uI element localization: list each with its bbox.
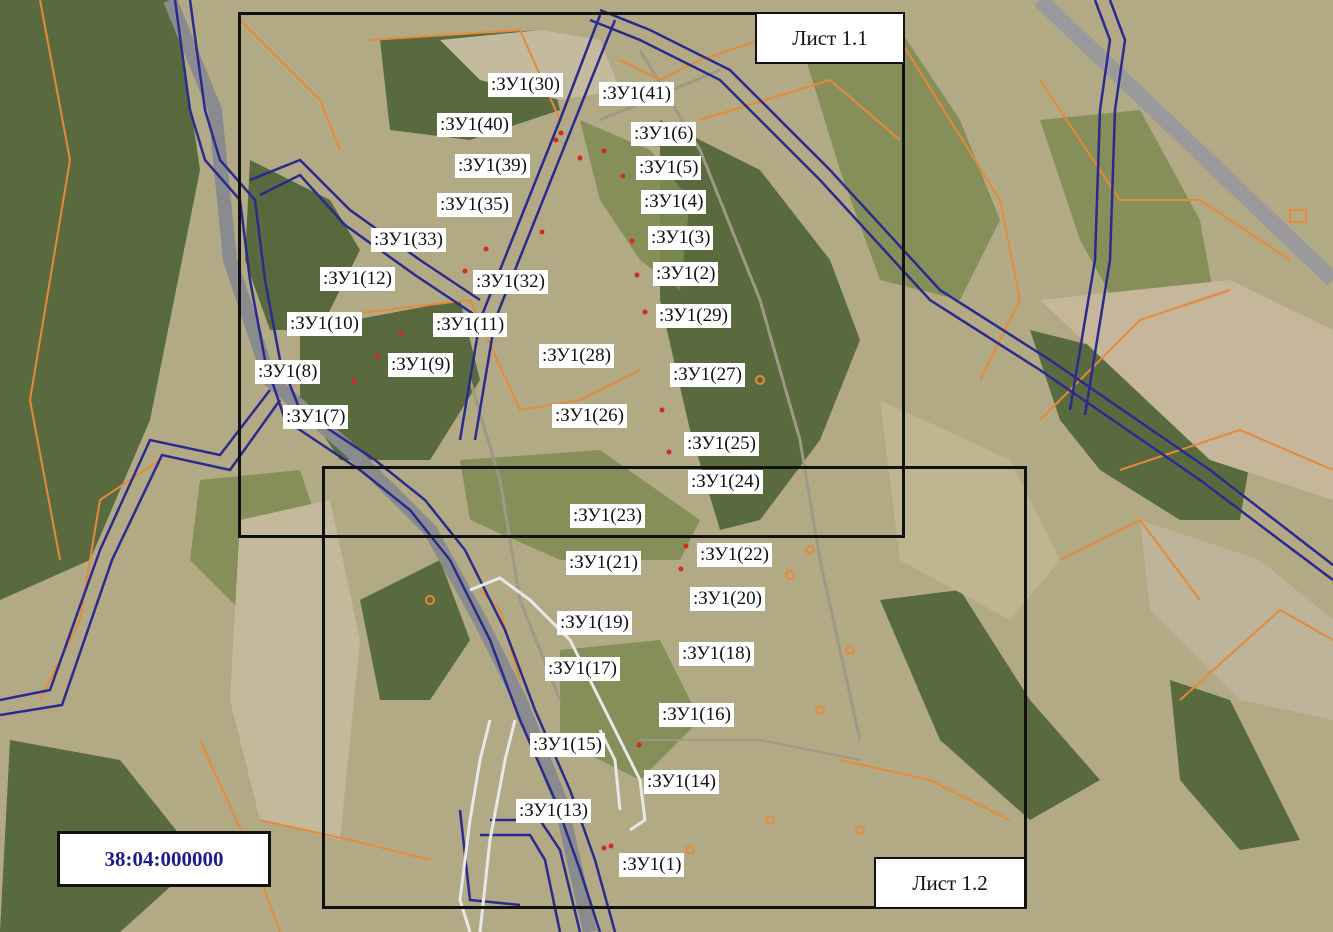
plot-label[interactable]: :ЗУ1(10) [287, 312, 362, 336]
corridor-outline [458, 576, 647, 932]
plot-label[interactable]: :ЗУ1(26) [552, 404, 627, 428]
sheet-frame-1-1 [238, 12, 905, 538]
plot-label[interactable]: :ЗУ1(17) [545, 657, 620, 681]
plot-label[interactable]: :ЗУ1(35) [437, 193, 512, 217]
sheet-frame-1-2 [322, 466, 1027, 909]
plot-label[interactable]: :ЗУ1(40) [437, 113, 512, 137]
plot-label[interactable]: :ЗУ1(12) [320, 267, 395, 291]
plot-label[interactable]: :ЗУ1(32) [473, 270, 548, 294]
plot-label[interactable]: :ЗУ1(41) [599, 82, 674, 106]
plot-label[interactable]: :ЗУ1(18) [679, 642, 754, 666]
field-areas [230, 30, 1333, 840]
plot-label[interactable]: :ЗУ1(16) [659, 703, 734, 727]
plot-label[interactable]: :ЗУ1(27) [670, 363, 745, 387]
plot-points [351, 130, 689, 851]
plot-label[interactable]: :ЗУ1(33) [371, 228, 446, 252]
sheet-label-1-2: Лист 1.2 [874, 857, 1026, 909]
plot-label[interactable]: :ЗУ1(11) [433, 313, 508, 337]
plot-label[interactable]: :ЗУ1(3) [648, 226, 714, 250]
plot-label[interactable]: :ЗУ1(22) [697, 543, 772, 567]
plot-label[interactable]: :ЗУ1(1) [619, 853, 685, 877]
cadastral-quarter-number: 38:04:000000 [104, 846, 224, 871]
plot-label[interactable]: :ЗУ1(20) [690, 587, 765, 611]
plot-label[interactable]: :ЗУ1(14) [644, 770, 719, 794]
cadastral-quarter-box: 38:04:000000 [57, 831, 271, 887]
plot-label[interactable]: :ЗУ1(23) [570, 504, 645, 528]
plot-label[interactable]: :ЗУ1(24) [688, 470, 763, 494]
plot-label[interactable]: :ЗУ1(30) [488, 73, 563, 97]
parcel-boundaries [28, 0, 1333, 932]
plot-label[interactable]: :ЗУ1(4) [641, 190, 707, 214]
plot-label[interactable]: :ЗУ1(2) [653, 262, 719, 286]
plot-label[interactable]: :ЗУ1(13) [516, 799, 591, 823]
plot-label[interactable]: :ЗУ1(25) [684, 432, 759, 456]
plot-label[interactable]: :ЗУ1(28) [539, 344, 614, 368]
sheet-label-1-1: Лист 1.1 [755, 12, 905, 64]
plot-label[interactable]: :ЗУ1(8) [255, 360, 321, 384]
plot-label[interactable]: :ЗУ1(39) [455, 154, 530, 178]
plot-label[interactable]: :ЗУ1(21) [566, 551, 641, 575]
plot-label[interactable]: :ЗУ1(9) [388, 353, 454, 377]
plot-label[interactable]: :ЗУ1(5) [636, 156, 702, 180]
plot-label[interactable]: :ЗУ1(7) [283, 405, 349, 429]
plot-label[interactable]: :ЗУ1(19) [557, 611, 632, 635]
plot-label[interactable]: :ЗУ1(29) [656, 304, 731, 328]
plot-label[interactable]: :ЗУ1(15) [530, 733, 605, 757]
plot-label[interactable]: :ЗУ1(6) [631, 122, 697, 146]
